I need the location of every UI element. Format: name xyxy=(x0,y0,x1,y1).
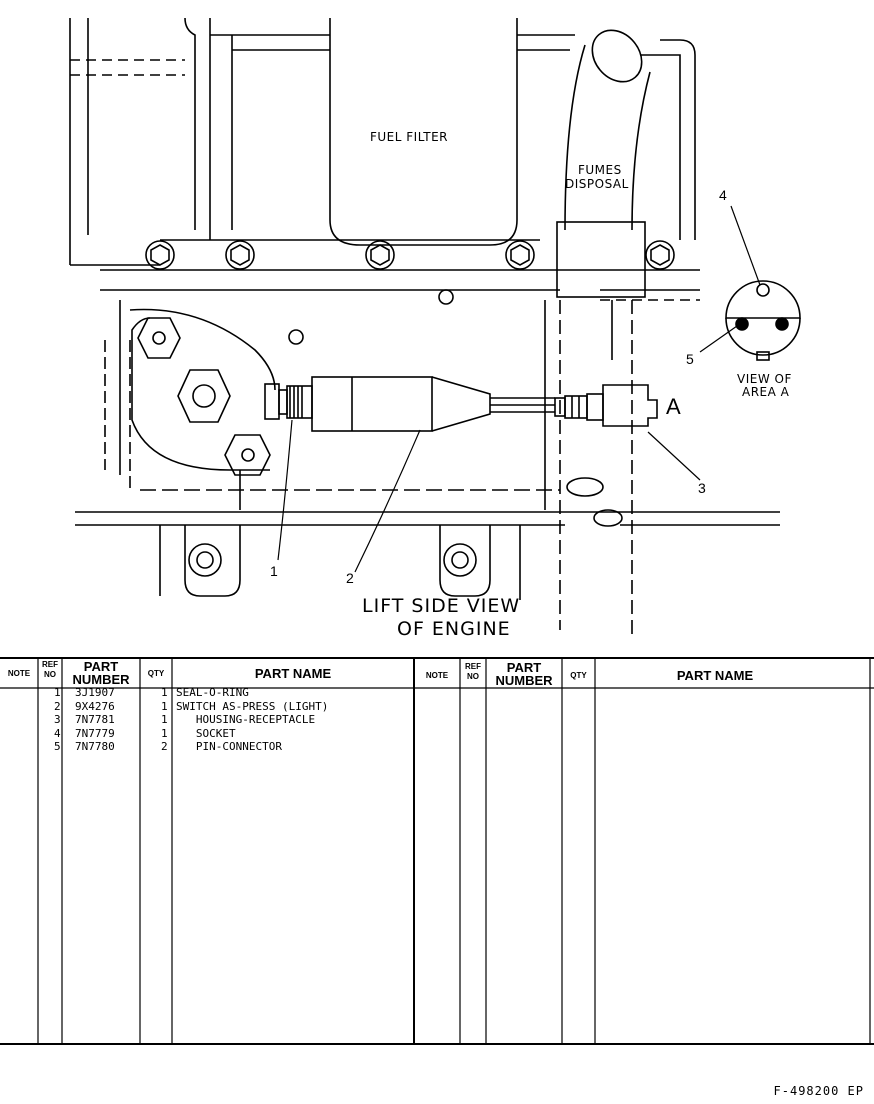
header-note-right: NOTE xyxy=(425,671,449,680)
view-of-label-line2: AREA A xyxy=(742,385,790,399)
fumes-label-line2: DISPOSAL xyxy=(565,177,629,191)
row-part-name: SOCKET xyxy=(176,726,236,740)
view-of-label-line1: VIEW OF xyxy=(737,372,792,386)
callout-leaders xyxy=(277,205,761,573)
callout-2: 2 xyxy=(346,570,355,586)
header-partname-left: PART NAME xyxy=(254,666,332,681)
header-partnum-right-1: PART xyxy=(506,660,542,675)
header-partnum-left-2: NUMBER xyxy=(72,672,130,687)
figure-id: F-498200 EP xyxy=(773,1084,864,1098)
row-part-number: 7N7779 xyxy=(75,726,115,740)
row-ref: 4 xyxy=(54,726,61,740)
view-of-area-a xyxy=(725,280,801,361)
header-partnum-left-1: PART xyxy=(83,659,119,674)
callout-1: 1 xyxy=(270,563,279,579)
area-letter: A xyxy=(666,394,682,419)
row-part-name: SWITCH AS-PRESS (LIGHT) xyxy=(176,699,329,713)
header-partnum-right-2: NUMBER xyxy=(495,673,553,688)
row-part-name: HOUSING-RECEPTACLE xyxy=(176,713,316,726)
engine-line-drawing xyxy=(69,17,801,640)
fumes-disposal-tube xyxy=(556,29,651,640)
fuel-filter-label: FUEL FILTER xyxy=(370,130,448,144)
header-qty-left: QTY xyxy=(147,669,165,678)
pressure-switch xyxy=(264,376,658,432)
lower-casting xyxy=(75,300,780,600)
row-ref: 2 xyxy=(54,699,61,713)
parts-table-grid xyxy=(0,657,874,1045)
callout-5: 5 xyxy=(686,351,695,367)
row-qty: 2 xyxy=(161,740,168,753)
row-part-number: 7N7781 xyxy=(75,713,115,726)
mounting-plate xyxy=(104,300,276,510)
row-qty: 1 xyxy=(161,726,168,740)
header-qty-right: QTY xyxy=(570,671,587,680)
row-qty: 1 xyxy=(161,686,168,699)
title-line2: OF ENGINE xyxy=(397,618,511,640)
header-note-left: NOTE xyxy=(7,669,31,678)
row-part-number: 3J1907 xyxy=(75,686,115,699)
header-ref-left-1: REF xyxy=(42,660,58,669)
title-line1: LIFT SIDE VIEW xyxy=(362,595,521,617)
callout-4: 4 xyxy=(719,187,728,203)
header-partname-right: PART NAME xyxy=(676,668,754,683)
hex-bolts xyxy=(145,240,675,577)
row-qty: 1 xyxy=(161,713,168,726)
callout-3: 3 xyxy=(698,480,707,496)
fumes-label-line1: FUMES xyxy=(578,163,622,177)
row-ref: 5 xyxy=(54,740,61,753)
row-ref: 3 xyxy=(54,713,61,726)
header-ref-right-2: NO xyxy=(467,672,479,681)
row-part-name: SEAL-O-RING xyxy=(176,686,249,699)
row-part-name: PIN-CONNECTOR xyxy=(176,740,282,753)
header-ref-right-1: REF xyxy=(465,662,481,671)
header-ref-left-2: NO xyxy=(44,670,56,679)
parts-table: NOTE REF NO PART NUMBER QTY PART NAME NO… xyxy=(0,657,874,1045)
row-ref: 1 xyxy=(54,686,61,699)
row-qty: 1 xyxy=(161,699,168,713)
engine-casting-outline xyxy=(69,17,700,301)
row-part-number: 7N7780 xyxy=(75,740,115,753)
engine-diagram: FUEL FILTER FUMES DISPOSAL VIEW OF AREA … xyxy=(69,17,801,640)
row-part-number: 9X4276 xyxy=(75,699,115,713)
